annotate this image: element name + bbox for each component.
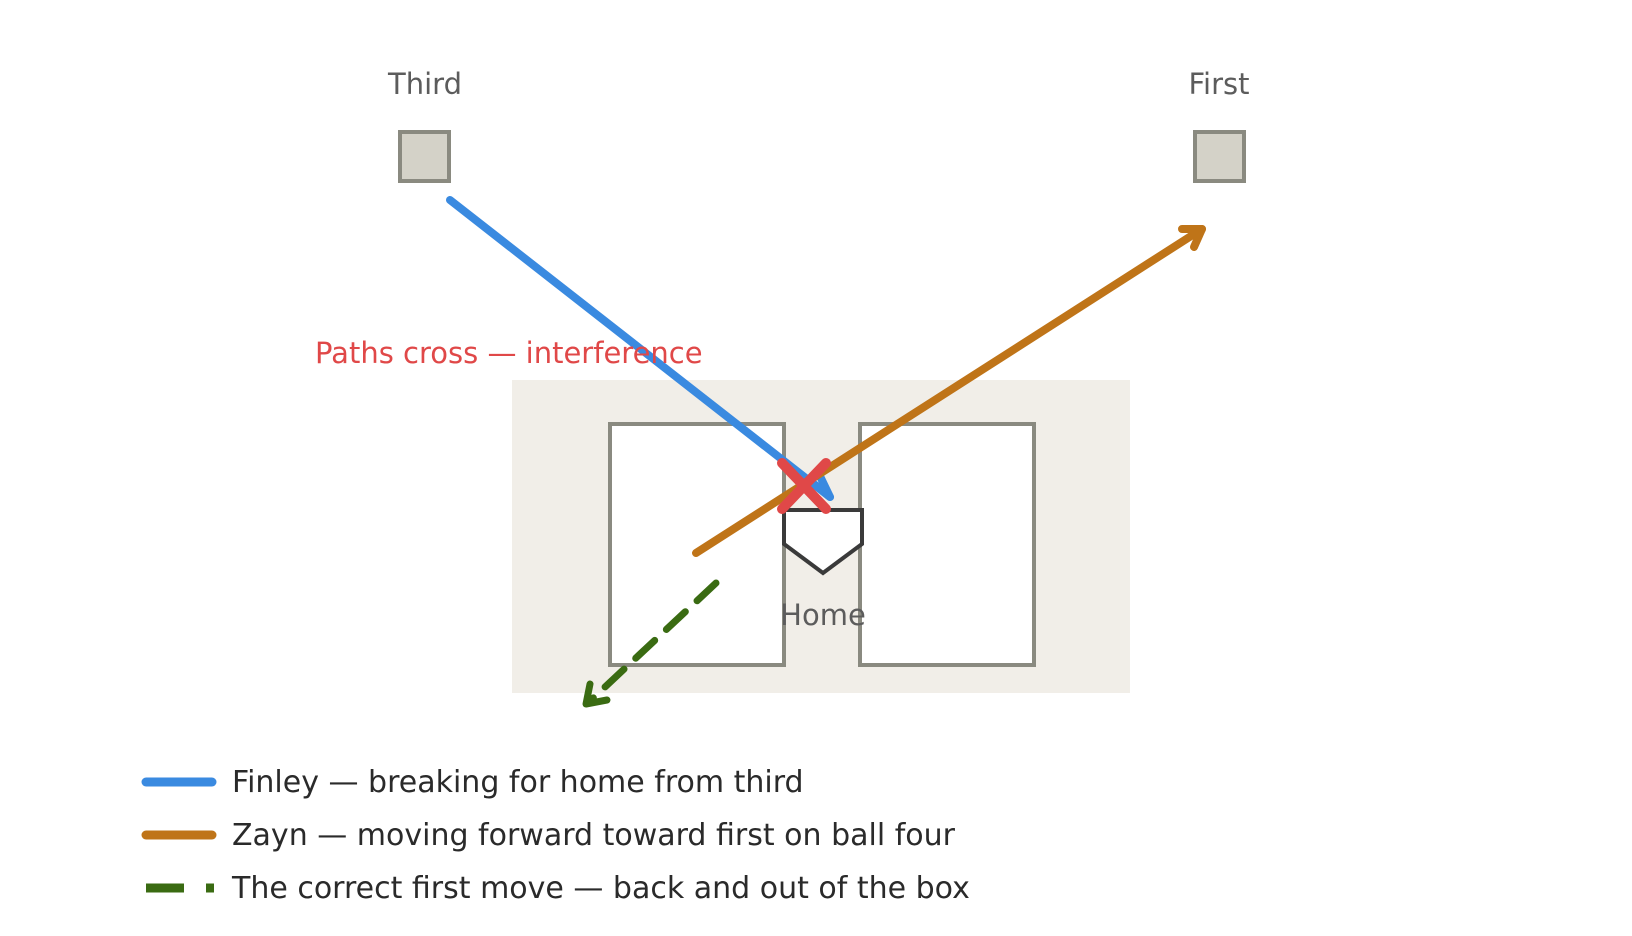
legend-label-finley: Finley — breaking for home from third — [232, 765, 804, 800]
interference-callout: Paths cross — interference — [315, 336, 703, 370]
legend-item-correct-move: The correct first move — back and out of… — [146, 871, 970, 906]
legend-item-finley: Finley — breaking for home from third — [141, 765, 804, 800]
finley-path-line — [446, 196, 834, 501]
x-mark-icon — [777, 458, 831, 514]
legend-item-zayn: Zayn — moving forward toward first on ba… — [141, 818, 956, 853]
first-base-label: First — [1188, 67, 1249, 101]
zayn-path-line — [692, 225, 1206, 557]
finley-path-arrowhead — [805, 468, 834, 501]
correct-move-path-line — [586, 579, 720, 705]
correct-move-arrowhead — [582, 680, 611, 708]
third-base-icon — [398, 130, 451, 183]
left-batters-box — [608, 422, 786, 667]
home-plate-label: Home — [780, 598, 866, 632]
legend-label-correct-move: The correct first move — back and out of… — [231, 871, 970, 906]
right-batters-box — [858, 422, 1036, 667]
zayn-path-arrowhead — [1178, 225, 1206, 251]
home-plate-icon — [782, 508, 864, 576]
legend: Finley — breaking for home from third Za… — [141, 765, 970, 906]
third-base-label: Third — [387, 67, 462, 101]
legend-label-zayn: Zayn — moving forward toward first on ba… — [232, 818, 956, 853]
first-base-icon — [1193, 130, 1246, 183]
